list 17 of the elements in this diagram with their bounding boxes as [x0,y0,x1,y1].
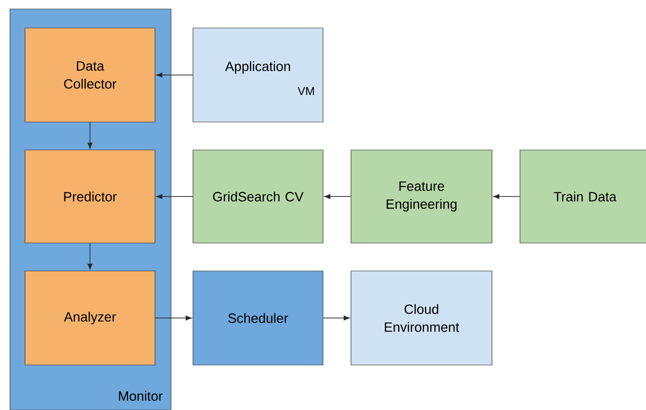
process-box: Feature Engineering [350,150,492,244]
arrow [156,72,194,78]
arrow [493,194,520,199]
arrow [88,122,92,149]
process-box: Predictor [24,150,156,244]
process-box: Data Collector [24,28,156,122]
process-box: GridSearch CV [192,150,324,244]
arrow [154,316,192,320]
process-box: Analyzer [24,270,156,366]
arrow [322,316,350,320]
process-box: Application VM [192,28,324,122]
process-box: Cloud Environment [350,270,492,366]
arrow [88,242,92,270]
process-box: Scheduler [192,270,324,366]
arrow [324,194,352,199]
process-box: Train Data [520,150,646,244]
arrow [156,194,194,199]
